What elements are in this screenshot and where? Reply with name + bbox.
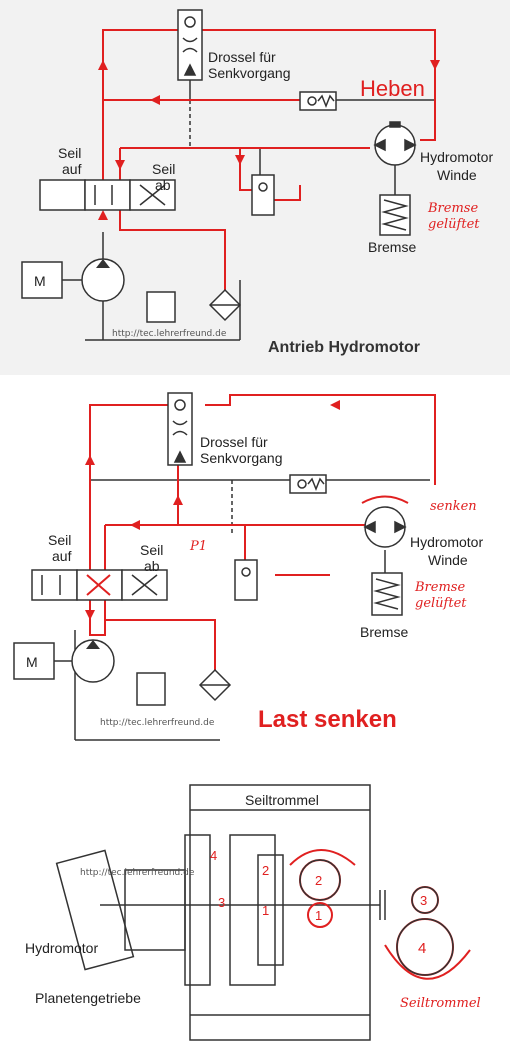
hydromotor-label: Hydromotor	[25, 940, 98, 956]
drum-note: Seiltrommel	[400, 996, 481, 1011]
gear-number: 4	[210, 848, 217, 863]
brake-note-line1: Bremse	[414, 580, 465, 595]
watermark: http://tec.lehrerfreund.de	[80, 868, 195, 878]
brake-label: Bremse	[368, 239, 416, 255]
hydromotor-label-line2: Winde	[428, 552, 468, 568]
throttle-label-line2: Senkvorgang	[208, 65, 291, 81]
gear-number: 1	[262, 903, 269, 918]
planetary-gear-drawing: Seiltrommel Hydromotor Planetengetriebe …	[25, 784, 481, 1041]
gear-number: 4	[418, 940, 426, 957]
gear-number: 2	[315, 873, 322, 888]
gear-number: 3	[218, 895, 225, 910]
rope-down-label-line2: ab	[144, 558, 160, 574]
watermark: http://tec.lehrerfreund.de	[100, 718, 215, 728]
throttle-label-line1: Drossel für	[200, 434, 268, 450]
rope-up-label-line1: Seil	[48, 532, 71, 548]
caption: Antrieb Hydromotor	[268, 339, 420, 356]
rope-up-label-line1: Seil	[58, 145, 81, 161]
p1-label: P1	[189, 539, 207, 554]
title: Last senken	[258, 706, 397, 733]
hydraulic-circuit-heben: Drossel für Senkvorgang Heben Hydromotor…	[21, 9, 493, 356]
brake-note-line2: gelüftet	[415, 596, 467, 611]
throttle-label-line2: Senkvorgang	[200, 450, 283, 466]
gear-label: Planetengetriebe	[35, 990, 141, 1006]
throttle-label-line1: Drossel für	[208, 49, 276, 65]
diagram-planetary-gear: Seiltrommel Hydromotor Planetengetriebe …	[0, 775, 510, 1050]
rope-down-label-line1: Seil	[140, 542, 163, 558]
brake-label: Bremse	[360, 624, 408, 640]
motor-label: M	[34, 273, 46, 289]
gear-number: 2	[262, 863, 269, 878]
motor-label: M	[26, 654, 38, 670]
mode-label: Heben	[360, 76, 425, 101]
hydraulic-circuit-senken: Drossel für Senkvorgang senken Hydromoto…	[13, 392, 483, 741]
drum-label: Seiltrommel	[245, 792, 319, 808]
hydromotor-label-line1: Hydromotor	[410, 534, 483, 550]
rope-down-label-line1: Seil	[152, 161, 175, 177]
mode-note: senken	[430, 499, 477, 514]
rope-up-label-line2: auf	[52, 548, 72, 564]
brake-note-line1: Bremse	[427, 201, 478, 216]
gear-number: 3	[420, 893, 427, 908]
hydromotor-label-line1: Hydromotor	[420, 149, 493, 165]
hydromotor-label-line2: Winde	[437, 167, 477, 183]
gear-number: 1	[315, 908, 322, 923]
diagram-heben: Drossel für Senkvorgang Heben Hydromotor…	[0, 0, 510, 375]
watermark: http://tec.lehrerfreund.de	[112, 329, 227, 339]
brake-note-line2: gelüftet	[428, 217, 480, 232]
rope-down-label-line2: ab	[155, 177, 171, 193]
rope-up-label-line2: auf	[62, 161, 82, 177]
diagram-senken: Drossel für Senkvorgang senken Hydromoto…	[0, 375, 510, 775]
